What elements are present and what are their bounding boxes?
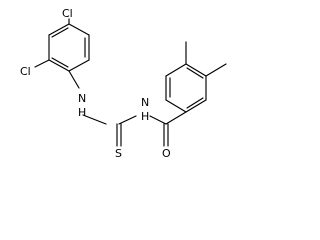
- atom-label-oxygen: O: [162, 147, 171, 160]
- bond: [186, 97, 204, 109]
- bond-nh-c: [82, 114, 107, 125]
- bond: [165, 99, 187, 113]
- atom-label-cl-ortho: Cl: [20, 65, 31, 78]
- atom-label-cl-top: Cl: [62, 7, 73, 20]
- bond-carbonyl-ring: [165, 111, 187, 125]
- dichlorophenyl-ring: [48, 23, 90, 72]
- bond: [48, 23, 70, 36]
- molecule-structure-diagram: Cl Cl N H N H S O: [20, 7, 227, 160]
- bond: [165, 63, 187, 77]
- bond: [48, 59, 70, 72]
- bond-methyl-4: [205, 63, 227, 77]
- bond: [51, 57, 69, 68]
- bond: [51, 27, 69, 38]
- bond-ring-nh: [68, 70, 80, 89]
- bond: [186, 67, 204, 79]
- bond: [68, 23, 90, 36]
- atom-label-sulfur: S: [115, 147, 122, 160]
- bond-c-nh: [118, 115, 137, 125]
- bond: [185, 99, 207, 113]
- dimethylphenyl-ring: [165, 63, 207, 113]
- atom-label-n-left: N: [78, 92, 86, 105]
- bond: [185, 63, 207, 77]
- atom-label-h-left: H: [78, 106, 86, 119]
- atom-label-n-right: N: [141, 96, 149, 109]
- bond-nh-carbonyl: [149, 115, 167, 125]
- bond: [68, 59, 90, 72]
- atom-label-h-right: H: [141, 110, 149, 123]
- bond-c-cl-ortho: [34, 59, 50, 68]
